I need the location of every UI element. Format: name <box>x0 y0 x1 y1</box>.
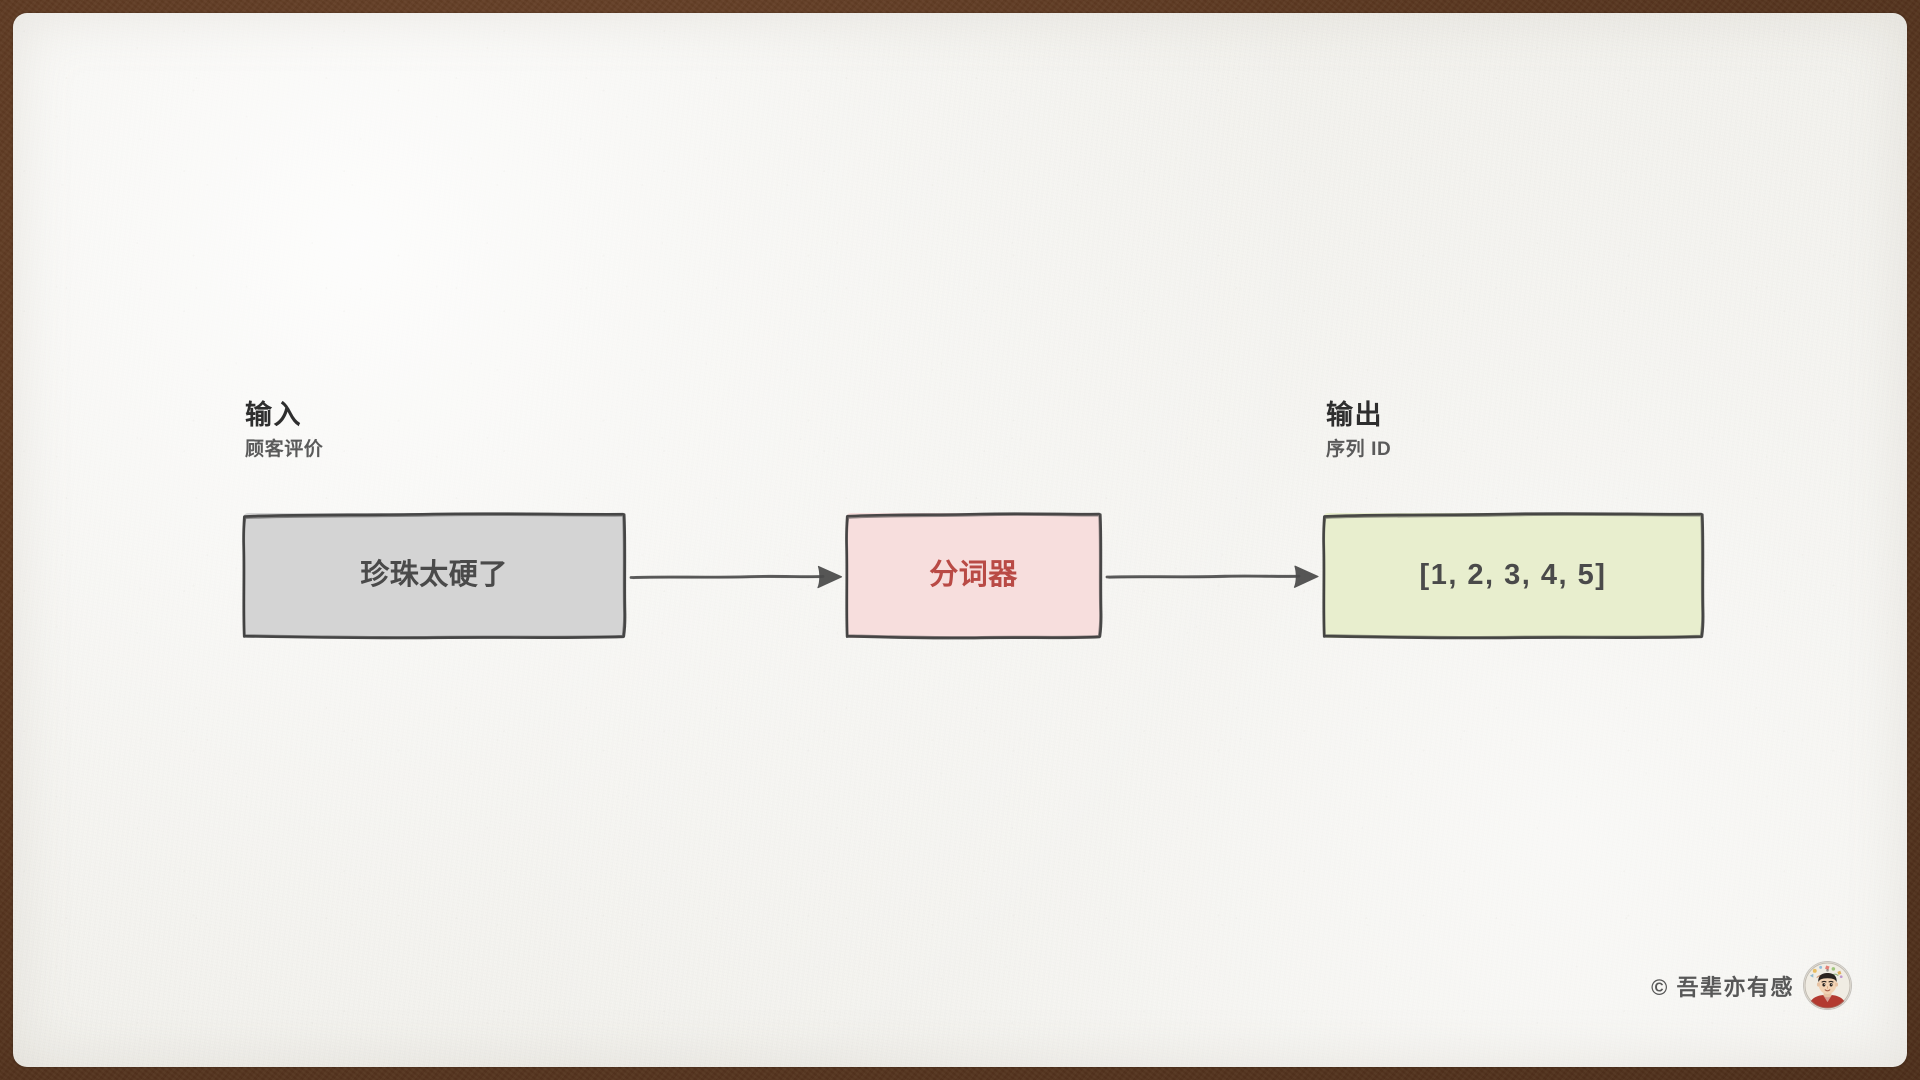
node-input[interactable]: 珍珠太硬了 <box>242 512 627 640</box>
caption-output-title: 输出 <box>1326 400 1383 430</box>
watermark-text: © 吾辈亦有感 <box>1651 974 1794 1000</box>
arrow-input-to-processor <box>629 565 843 589</box>
author-avatar <box>1804 962 1851 1009</box>
watermark: © 吾辈亦有感 <box>1651 962 1851 1009</box>
caption-input-subtitle: 顾客评价 <box>245 438 324 460</box>
node-processor-label: 分词器 <box>929 559 1018 592</box>
caption-input-title: 输入 <box>245 400 302 430</box>
caption-output-subtitle: 序列 ID <box>1326 438 1392 460</box>
caption-output: 输出 序列 ID <box>1326 400 1392 461</box>
diagram-stage: 输入 顾客评价 输出 序列 ID 珍珠太硬了 <box>13 13 1907 1067</box>
arrow-processor-to-output <box>1105 565 1319 588</box>
node-output-label: [1, 2, 3, 4, 5] <box>1419 559 1607 592</box>
paper-canvas: 输入 顾客评价 输出 序列 ID 珍珠太硬了 <box>13 13 1907 1067</box>
caption-input: 输入 顾客评价 <box>245 400 324 461</box>
node-output[interactable]: [1, 2, 3, 4, 5] <box>1322 512 1705 640</box>
node-input-label: 珍珠太硬了 <box>360 559 508 592</box>
node-processor[interactable]: 分词器 <box>845 512 1103 640</box>
